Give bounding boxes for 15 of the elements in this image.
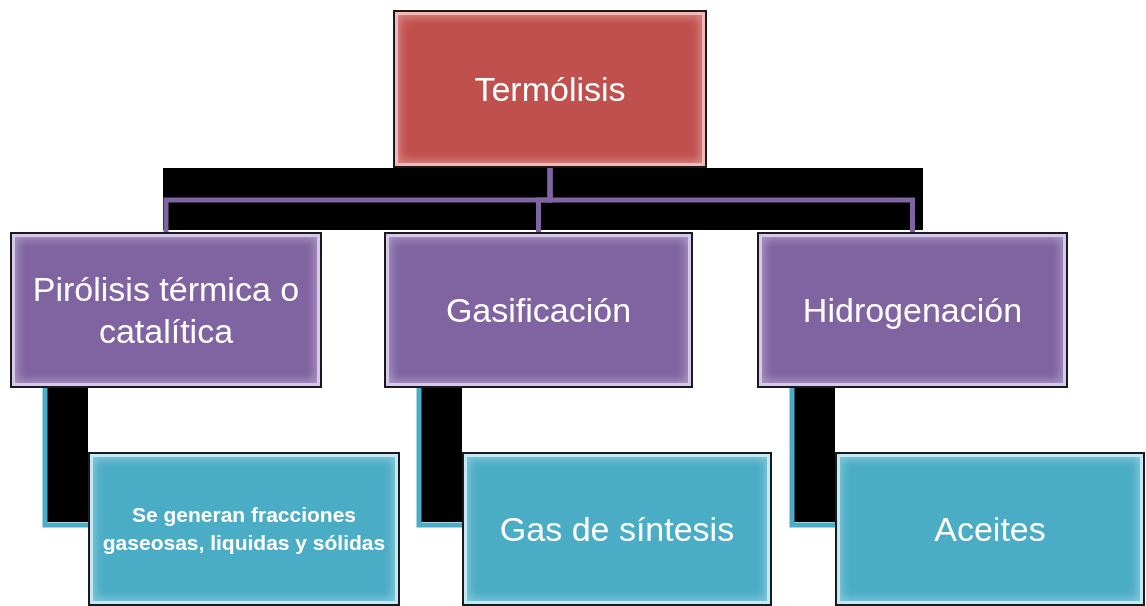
box-label: Gas de síntesis [499,508,735,550]
category-box [10,232,322,388]
category-box [757,232,1068,388]
box-label: Se generan fracciones gaseosas, liquidas y sólidas [101,501,387,556]
result-box [88,452,400,606]
result-box [462,452,772,606]
connector-line [547,168,915,232]
box-label: Hidrogenación [802,289,1023,331]
box-label: Aceites [934,508,1046,550]
result-box [835,452,1145,606]
category-box [384,232,693,388]
root-box [393,10,707,168]
box-label: Pirólisis térmica o catalítica [31,268,301,352]
box-label: Gasificación [445,289,632,331]
box-label: Termólisis [474,68,626,110]
